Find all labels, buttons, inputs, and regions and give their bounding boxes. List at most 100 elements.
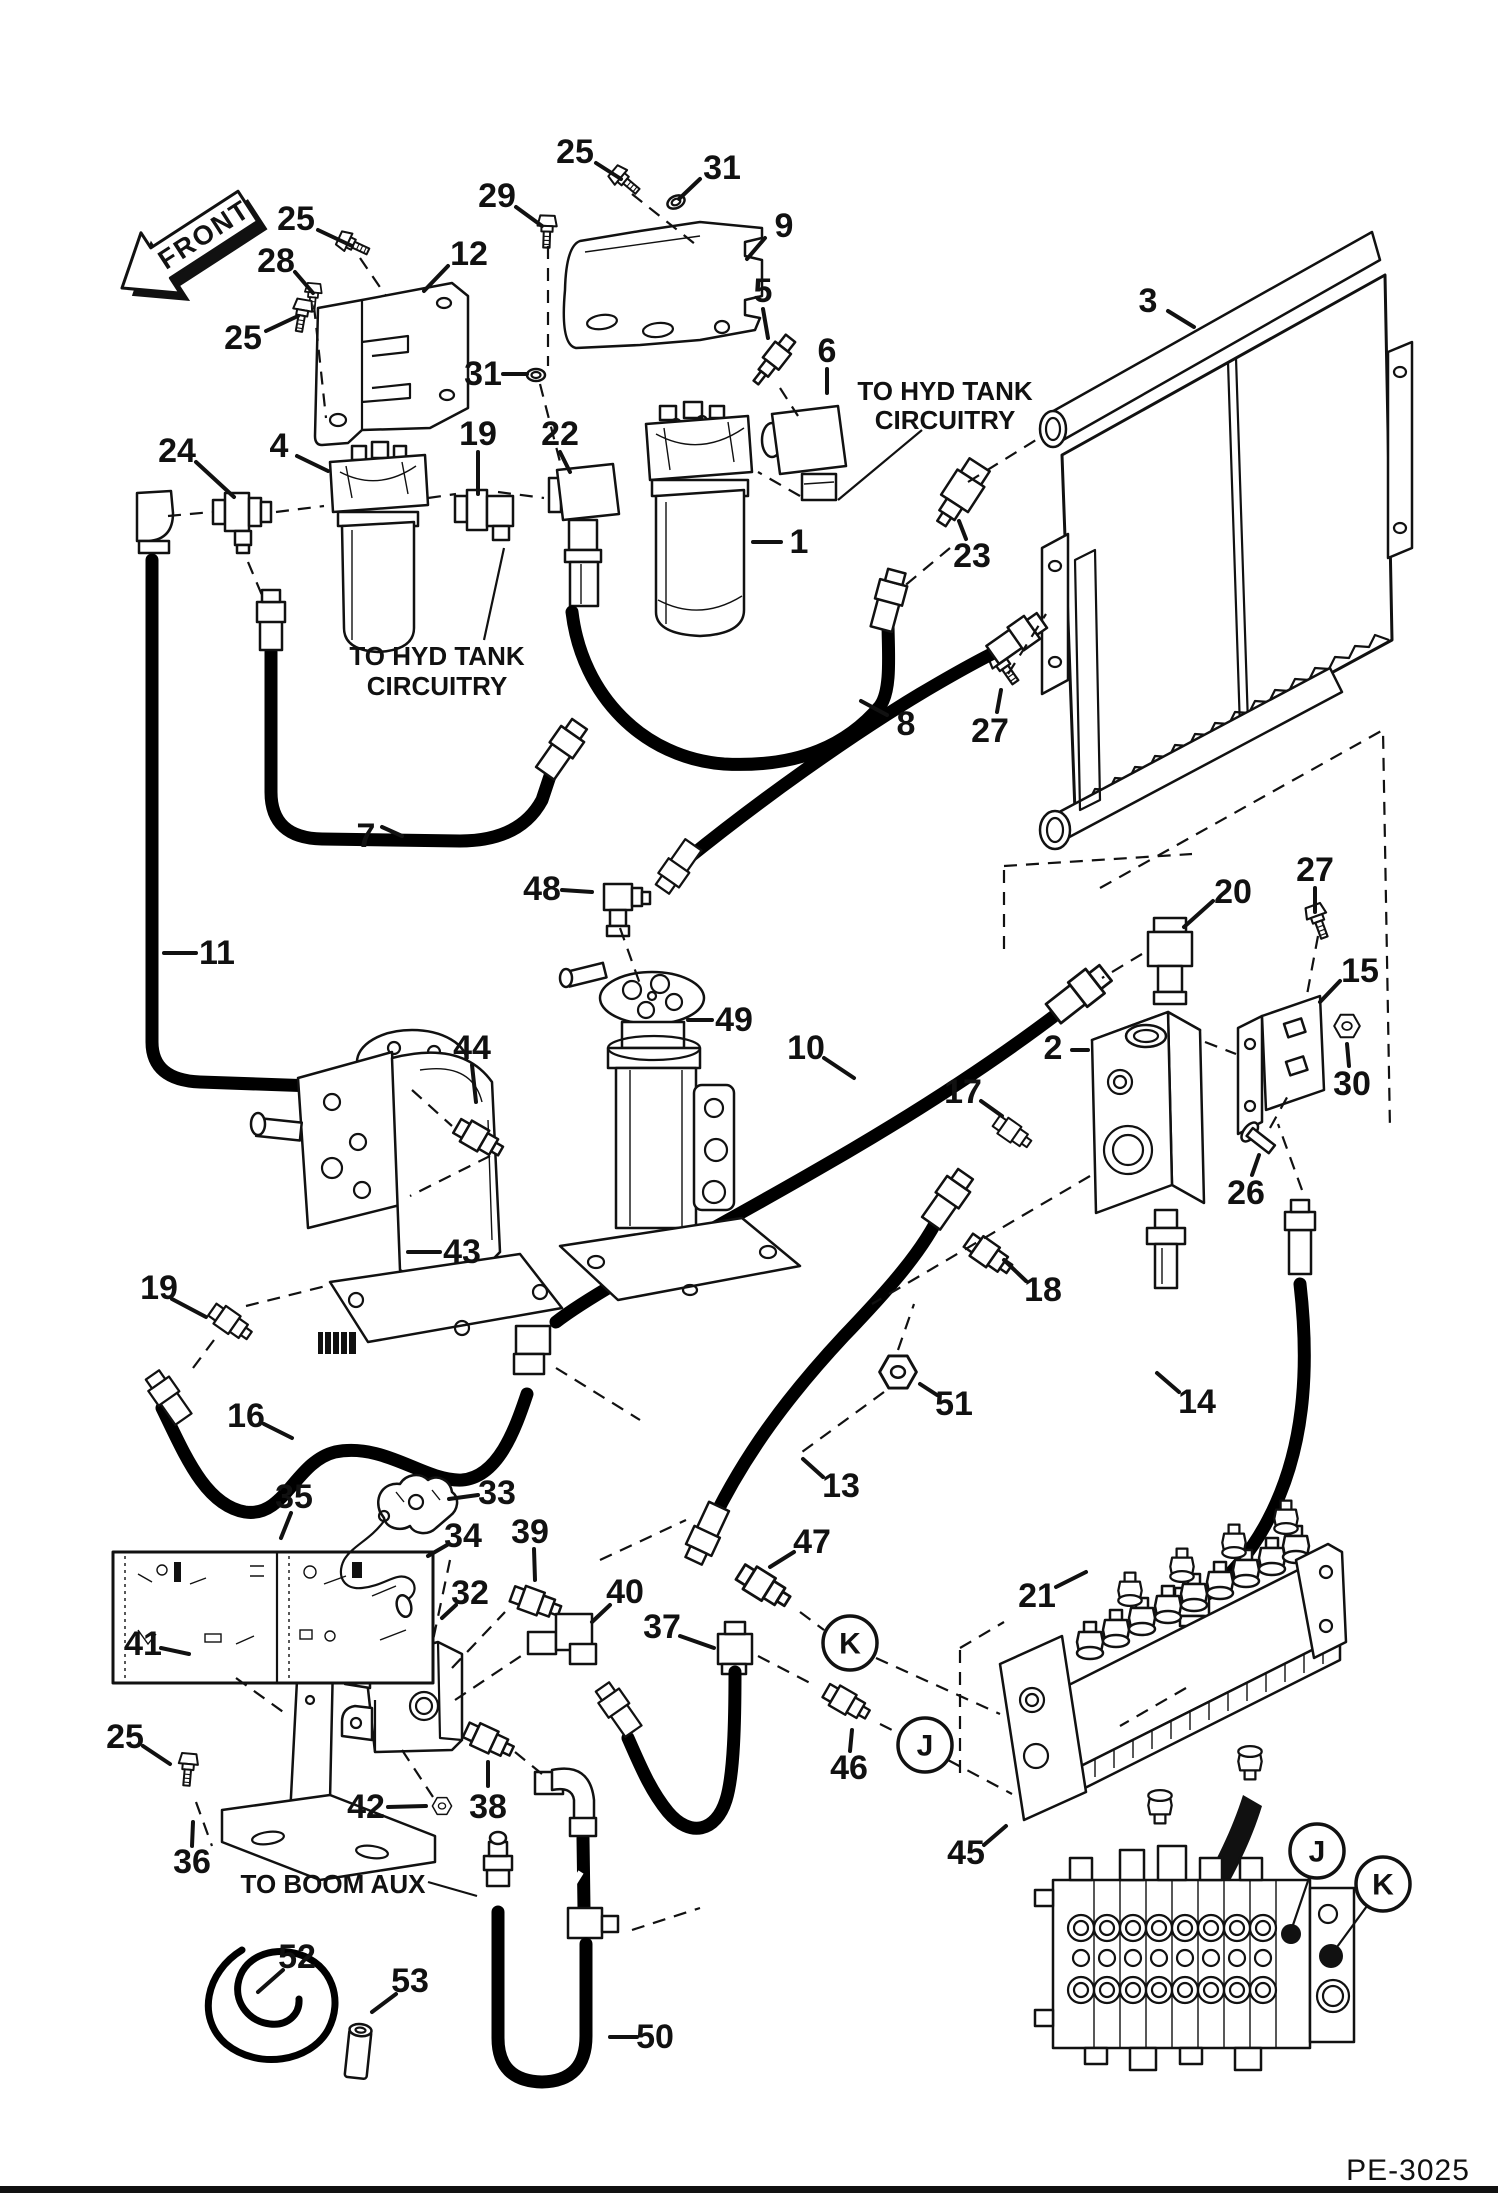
swivel-joint-49 [558, 961, 802, 1302]
callout-leader-36 [190, 1820, 195, 1848]
drawing-number: PE-3025 [1346, 2154, 1470, 2187]
callout-31: 31 [703, 149, 741, 187]
callout-35: 35 [275, 1478, 313, 1516]
callout-leader-27 [995, 688, 1003, 714]
callout-leader-18 [1002, 1258, 1028, 1283]
fitting-38 [459, 1717, 518, 1764]
oring-31-b [525, 367, 547, 383]
elbow-fitting-6 [760, 404, 848, 502]
callout-18: 18 [1024, 1271, 1062, 1309]
callout-16: 16 [227, 1397, 265, 1435]
note-to-hyd-tank-left-line2: CIRCUITRY [367, 671, 508, 701]
note-to-hyd-tank-top-line2: CIRCUITRY [875, 405, 1016, 435]
fitting-18 [960, 1229, 1018, 1280]
callout-leader-17 [979, 1099, 1004, 1118]
control-valve-front-view [1033, 1844, 1356, 2072]
hose-37 [621, 1665, 742, 1835]
callout-leader-8 [859, 699, 889, 717]
hose-50-stub [576, 1831, 591, 1915]
bracket-9 [562, 220, 764, 350]
port-k-marker [1319, 1944, 1343, 1968]
callout-25: 25 [106, 1718, 144, 1756]
drive-motor-43 [249, 1028, 564, 1354]
hose-48-fitting-left [651, 836, 705, 898]
callout-leader-44 [470, 1063, 478, 1104]
callout-leader-5 [761, 307, 770, 340]
callout-14: 14 [1178, 1383, 1216, 1421]
hose-48-to-swivel [679, 639, 1015, 867]
hose-48-fitting-right [983, 607, 1052, 668]
bracket-15 [1236, 994, 1326, 1136]
nut-42 [431, 1796, 453, 1816]
sleeve-53 [343, 2022, 373, 2080]
motor-spline-shaft [318, 1332, 356, 1354]
hose-10-elbow-bottom [512, 1324, 552, 1376]
hose-37-fitting-left [591, 1678, 645, 1740]
callout-leader-29 [514, 205, 544, 228]
callout-42: 42 [347, 1788, 385, 1826]
callout-leader-3 [1166, 309, 1196, 329]
ref-letter-J: J [917, 1730, 934, 1763]
spiral-wrap-52 [204, 1946, 339, 2064]
callout-34: 34 [444, 1517, 482, 1555]
valve-block-2 [1090, 1010, 1206, 1290]
callout-3: 3 [1139, 282, 1158, 320]
elbow-fitting-22 [547, 462, 621, 608]
callout-leader-47 [768, 1550, 796, 1569]
callout-48: 48 [523, 870, 561, 908]
assembly-dashed-lines [167, 193, 1392, 1932]
callout-49: 49 [715, 1001, 753, 1039]
callout-28: 28 [257, 242, 295, 280]
callout-leader-31 [677, 177, 702, 201]
callout-36: 36 [173, 1843, 211, 1881]
callout-46: 46 [830, 1749, 868, 1787]
callout-leader-25 [316, 228, 354, 248]
callout-leader-19 [170, 1297, 208, 1319]
callout-leader-24 [194, 460, 236, 499]
elbow-fitting-24-left [135, 489, 175, 555]
callout-44: 44 [453, 1029, 491, 1067]
fitting-19-elbow-top [453, 488, 515, 542]
hydraulic-filter-4 [328, 440, 430, 654]
callout-12: 12 [450, 235, 488, 273]
callout-39: 39 [511, 1513, 549, 1551]
callout-50: 50 [636, 2018, 674, 2056]
hose-16 [155, 1387, 534, 1519]
callout-23: 23 [953, 537, 991, 575]
callout-leader-51 [918, 1382, 939, 1397]
callout-leader-46 [848, 1728, 854, 1753]
callout-leader-14 [1155, 1371, 1181, 1394]
hose-10-fitting-top [1042, 959, 1117, 1028]
hose-7 [264, 645, 561, 848]
ref-circle-J [1288, 1822, 1346, 1880]
hose-50 [491, 1905, 593, 2089]
callout-leader-20 [1182, 899, 1215, 929]
callout-20: 20 [1214, 873, 1252, 911]
callout-leader-4 [295, 454, 330, 473]
note-leader-lines [427, 429, 923, 1898]
hose-7-fitting-top [255, 588, 287, 652]
callout-47: 47 [793, 1523, 831, 1561]
callout-leader-28 [293, 270, 315, 295]
callout-33: 33 [478, 1474, 516, 1512]
hose-8 [565, 605, 896, 771]
note-to-boom-aux: TO BOOM AUX [241, 1869, 427, 1899]
tee-fitting-24 [211, 491, 273, 555]
callout-leader-26 [1250, 1153, 1261, 1177]
callout-1: 1 [790, 523, 809, 561]
pin-26 [1240, 1121, 1277, 1155]
callout-7: 7 [357, 817, 376, 855]
hose-11 [145, 553, 377, 1095]
bolt-29 [535, 214, 559, 249]
callout-40: 40 [606, 1573, 644, 1611]
callout-leader-42 [386, 1804, 428, 1809]
callout-leader-37 [678, 1634, 716, 1650]
callout-2: 2 [1044, 1029, 1063, 1067]
fitting-46 [819, 1679, 875, 1726]
callout-leader-13 [801, 1457, 825, 1479]
ref-leader-J [1291, 1874, 1312, 1926]
callout-22: 22 [541, 415, 579, 453]
bolt-25-c [288, 297, 315, 334]
